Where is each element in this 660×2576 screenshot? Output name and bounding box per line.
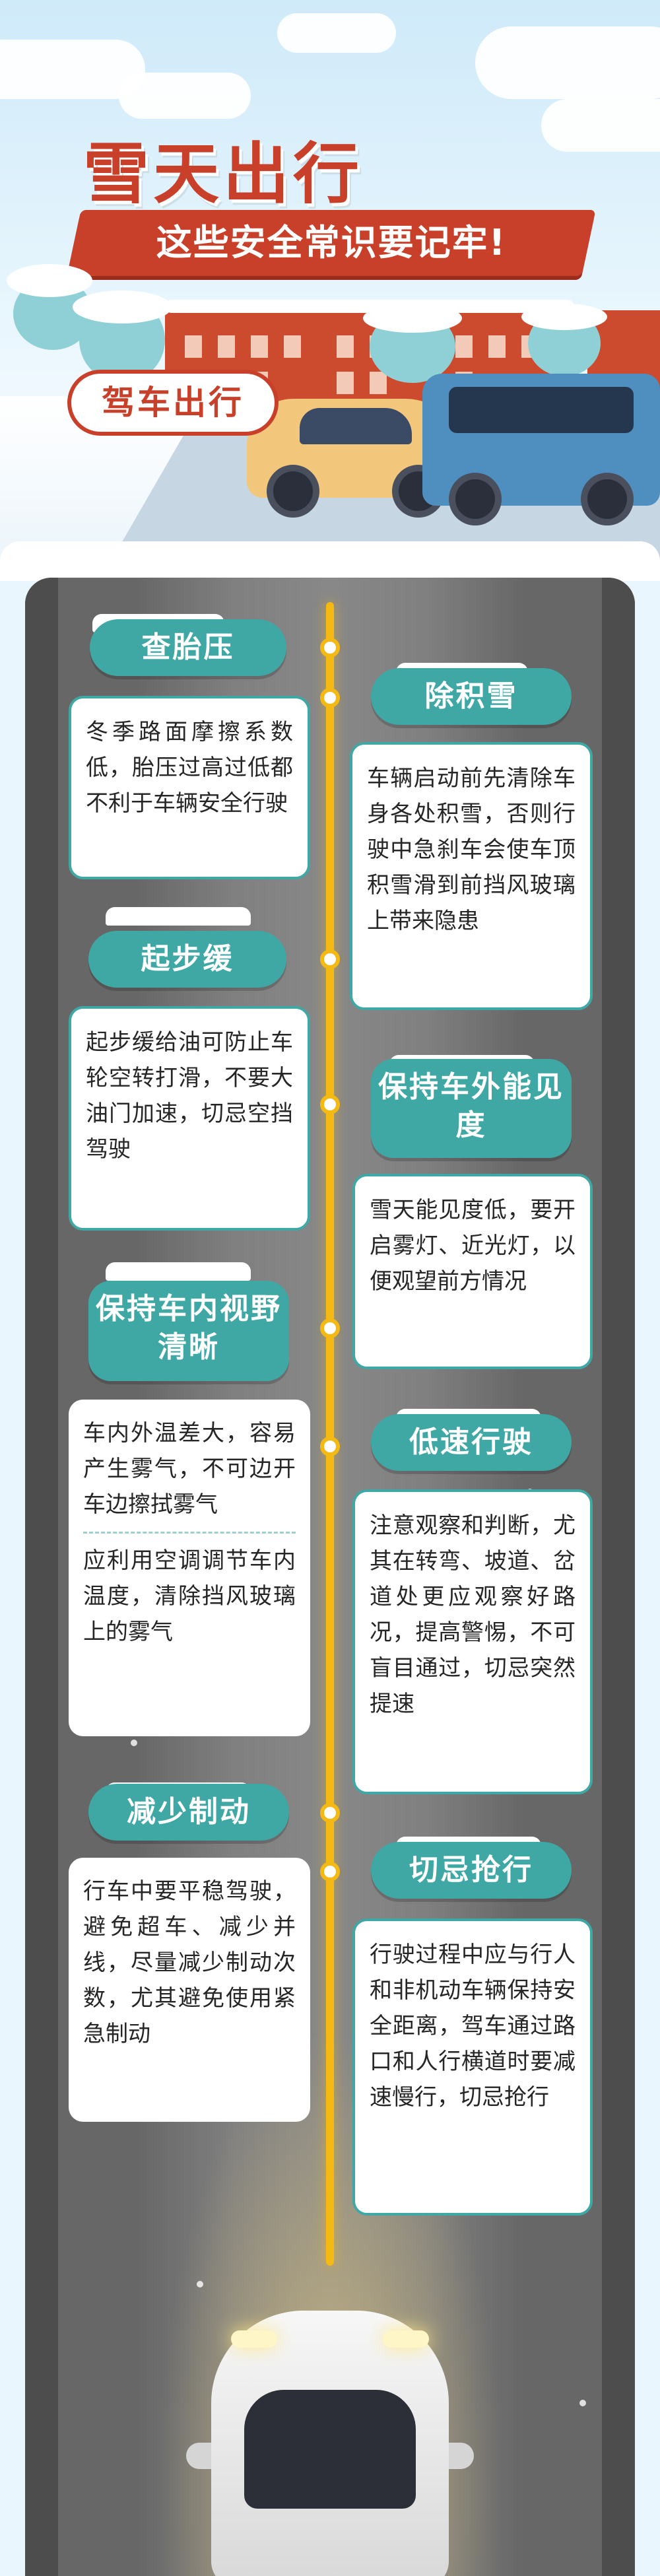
timeline-dot [320, 1803, 340, 1823]
timeline-dot [320, 1437, 340, 1456]
card-divider [83, 1532, 296, 1534]
snow-cap [363, 304, 462, 333]
item-title: 除积雪 [371, 668, 572, 725]
headlight-icon [383, 2330, 429, 2348]
cloud-icon [119, 73, 251, 119]
car-front-illustration [211, 2311, 449, 2576]
page-title: 雪天出行 [83, 135, 363, 213]
snowflake-icon [131, 1740, 137, 1746]
snow-edge [0, 541, 660, 581]
timeline-dot [320, 638, 340, 658]
header-banner: 雪天出行 这些安全常识要记牢! [0, 0, 660, 581]
item-title: 保持车外能见度 [371, 1059, 572, 1158]
item-text: 冬季路面摩擦系数低，胎压过高过低都不利于车辆安全行驶 [86, 719, 293, 817]
item-text: 注意观察和判断，尤其在转弯、坡道、岔道处更应观察好路况，提高警惕，不可盲目通过，… [370, 1512, 576, 1717]
section-tag: 驾车出行 [67, 370, 279, 436]
blue-suv-illustration [422, 374, 660, 525]
item-text: 行车中要平稳驾驶，避免超车、减少并线，尽量减少制动次数，尤其避免使用紧急制动 [83, 1878, 296, 2047]
snow-cap [73, 290, 172, 323]
cloud-icon [277, 13, 396, 53]
windshield [244, 2390, 416, 2509]
timeline-dot [320, 1862, 340, 1881]
wheel-icon [449, 473, 502, 525]
item-text: 雪天能见度低，要开启雾灯、近光灯，以便观望前方情况 [370, 1197, 576, 1295]
cloud-icon [541, 99, 660, 152]
item-card: 起步缓给油可防止车轮空转打滑，不要大油门加速，切忌空挡驾驶 [69, 1006, 310, 1231]
timeline-dot [320, 949, 340, 969]
item-card: 雪天能见度低，要开启雾灯、近光灯，以便观望前方情况 [352, 1174, 593, 1369]
wheel-icon [581, 473, 634, 525]
item-card: 车内外温差大，容易产生雾气，不可边开车边擦拭雾气 应利用空调调节车内温度，清除挡… [69, 1400, 310, 1736]
item-title: 低速行驶 [371, 1414, 572, 1471]
item-text: 车辆启动前先清除车身各处积雪，否则行驶中急刹车会使车顶积雪滑到前挡风玻璃上带来隐… [367, 765, 576, 934]
item-title: 起步缓 [88, 931, 286, 988]
item-title: 减少制动 [88, 1784, 289, 1841]
item-card: 车辆启动前先清除车身各处积雪，否则行驶中急刹车会使车顶积雪滑到前挡风玻璃上带来隐… [350, 742, 593, 1010]
timeline-dot [320, 1095, 340, 1114]
item-text: 起步缓给油可防止车轮空转打滑，不要大油门加速，切忌空挡驾驶 [86, 1029, 293, 1163]
item-text: 车内外温差大，容易产生雾气，不可边开车边擦拭雾气 [83, 1420, 296, 1518]
item-title: 保持车内视野清晰 [88, 1281, 289, 1381]
snowflake-icon [579, 2400, 586, 2406]
wheel-icon [267, 465, 319, 518]
item-title: 查胎压 [90, 619, 286, 676]
page-subtitle: 这些安全常识要记牢! [156, 222, 507, 263]
snow-cap [106, 1262, 251, 1281]
road-center-line [326, 602, 334, 2266]
item-text: 行驶过程中应与行人和非机动车辆保持安全距离，驾车通过路口和人行横道时要减速慢行，… [370, 1942, 576, 2111]
snow-cap [7, 264, 92, 297]
item-card: 行驶过程中应与行人和非机动车辆保持安全距离，驾车通过路口和人行横道时要减速慢行，… [352, 1918, 593, 2216]
item-card: 注意观察和判断，尤其在转弯、坡道、岔道处更应观察好路况，提高警惕，不可盲目通过，… [352, 1489, 593, 1794]
item-card: 冬季路面摩擦系数低，胎压过高过低都不利于车辆安全行驶 [69, 696, 310, 879]
headlight-icon [231, 2330, 277, 2348]
timeline-dot [320, 688, 340, 708]
item-title: 切忌抢行 [371, 1842, 572, 1899]
timeline-dot [320, 1318, 340, 1338]
cloud-icon [475, 26, 660, 99]
item-card: 行车中要平稳驾驶，避免超车、减少并线，尽量减少制动次数，尤其避免使用紧急制动 [69, 1858, 310, 2122]
snow-cap [106, 907, 251, 926]
snow-cap [521, 304, 607, 330]
snowflake-icon [197, 2281, 203, 2288]
item-text: 应利用空调调节车内温度，清除挡风玻璃上的雾气 [83, 1547, 296, 1645]
